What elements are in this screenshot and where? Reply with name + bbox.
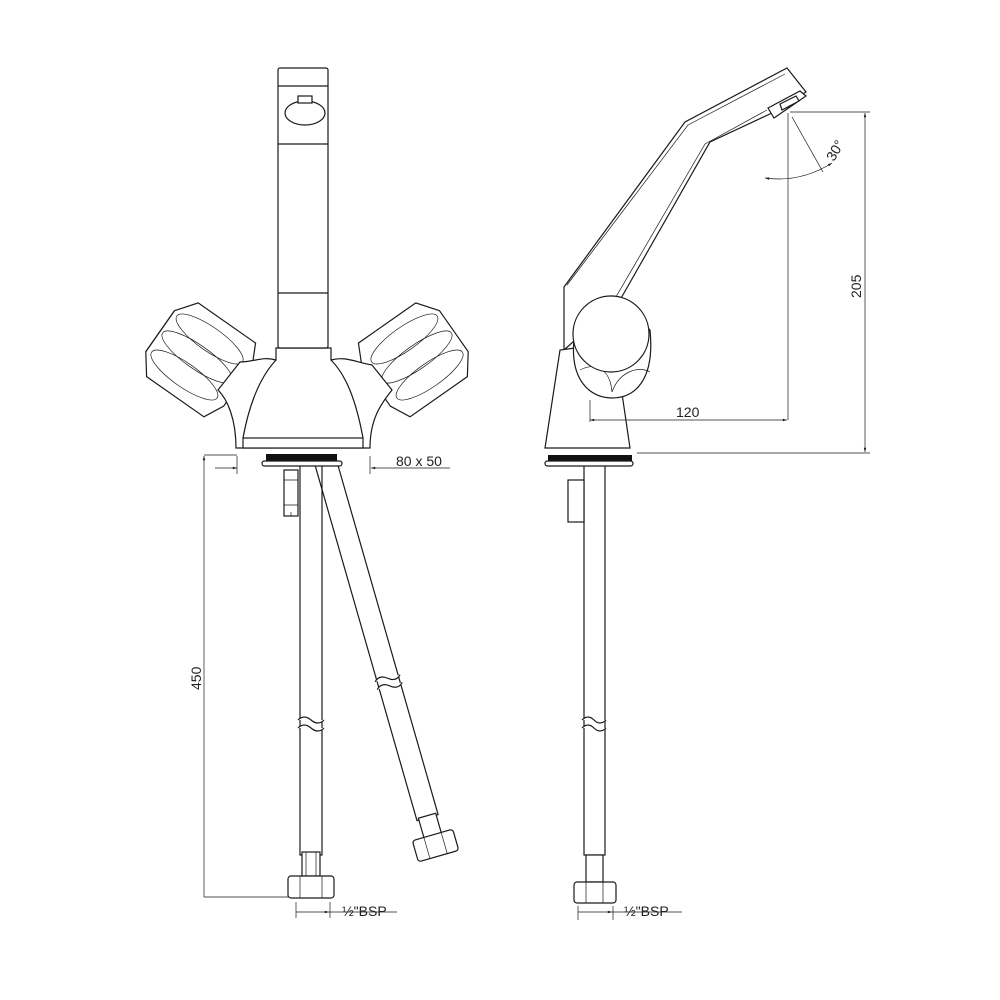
front-hose-straight [287,461,335,899]
hose-nut [573,881,617,904]
spout [277,67,329,349]
mounting-stud [567,479,585,523]
base-gasket [266,454,337,461]
base-size-label: 80 x 50 [396,453,442,469]
reach-120-label: 120 [676,404,700,420]
front-dimensions [202,454,450,918]
side-dimensions [577,111,870,920]
height-450-label: 450 [188,666,204,690]
front-hose-angled [314,458,459,862]
front-bsp-label: ½"BSP [342,903,387,919]
hose-nut [412,829,459,862]
angle-30-label: 30° [823,137,847,163]
mounting-stud [283,469,299,517]
side-bsp-label: ½"BSP [624,903,669,919]
side-view: 205 120 30° ½"BSP [544,67,870,920]
hose-nut [287,875,335,899]
side-hose [573,464,617,904]
tap-body [217,347,393,449]
height-205-label: 205 [848,274,864,298]
side-spout [563,67,807,352]
front-view: 450 80 x 50 ½"BSP [145,67,469,919]
side-handle-cap [572,295,650,373]
